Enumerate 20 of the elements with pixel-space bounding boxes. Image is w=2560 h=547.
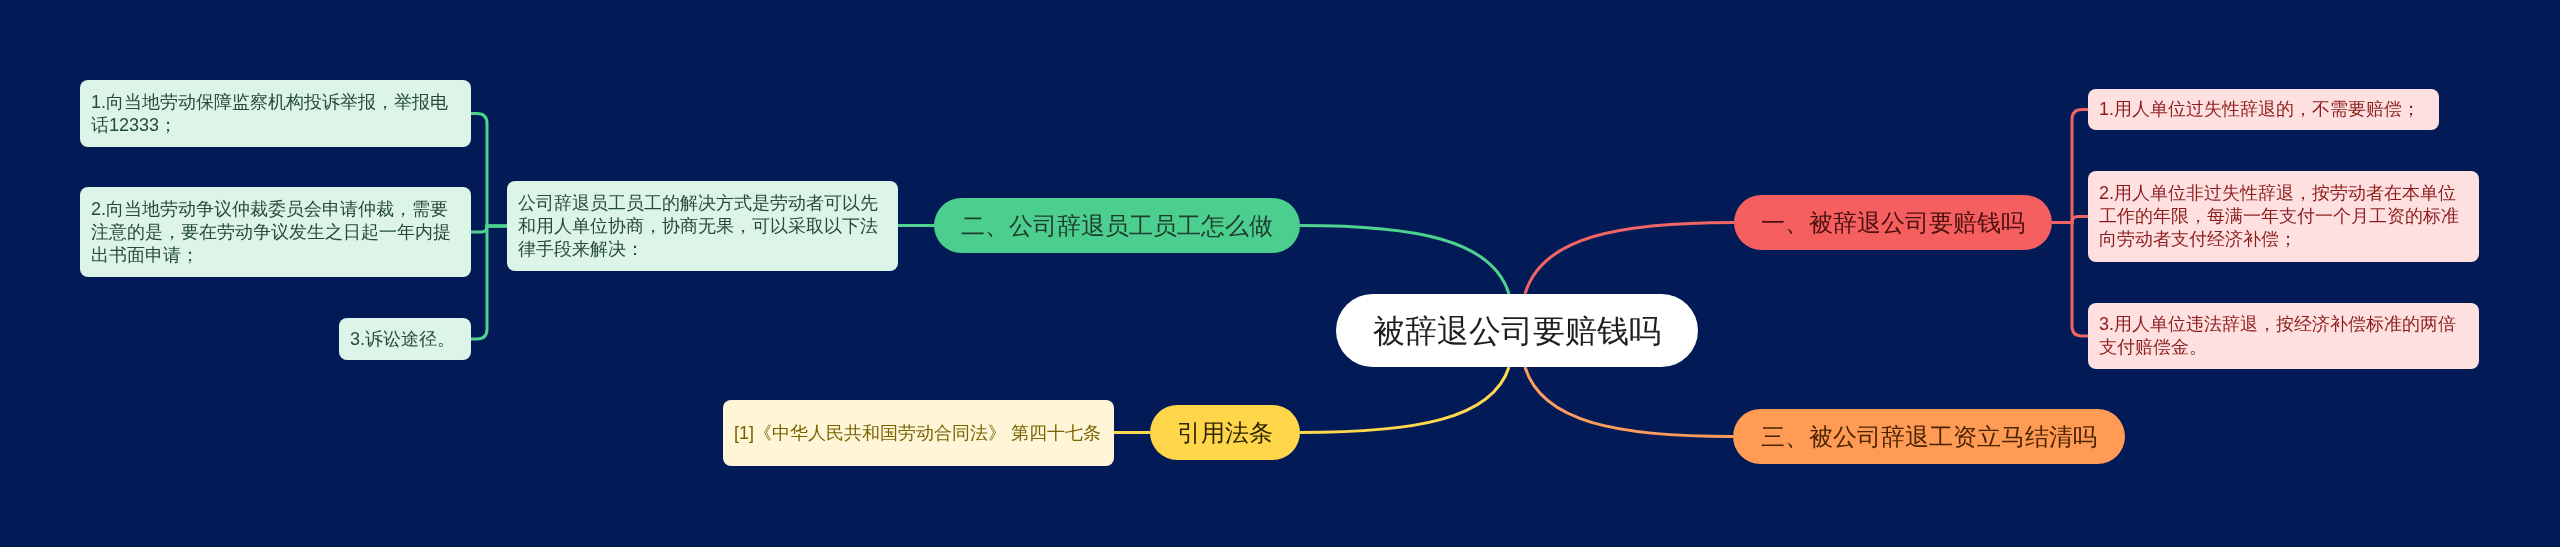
leaf-card: 2.用人单位非过失性辞退，按劳动者在本单位工作的年限，每满一年支付一个月工资的标准向劳动者支付经济补偿； <box>2088 171 2479 262</box>
connector-line <box>471 224 507 341</box>
leaf-card: 3.诉讼途径。 <box>339 318 471 360</box>
leaf-card: 1.向当地劳动保障监察机构投诉举报，举报电话12333； <box>80 80 471 147</box>
citation-card: [1]《中华人民共和国劳动合同法》 第四十七条 <box>723 400 1114 466</box>
connector-line <box>1300 224 1511 295</box>
connector-line <box>1523 221 1734 295</box>
leaf-card: 2.向当地劳动争议仲裁委员会申请仲裁，需要注意的是，要在劳动争议发生之日起一年内提出书面申请； <box>80 187 471 277</box>
branch-topic: 一、被辞退公司要赔钱吗 <box>1734 195 2052 250</box>
connector-line <box>1114 431 1150 434</box>
branch-topic: 二、公司辞退员工员工怎么做 <box>934 198 1300 253</box>
branch-topic: 引用法条 <box>1150 405 1300 460</box>
leaf-card: 1.用人单位过失性辞退的，不需要赔偿； <box>2088 89 2439 130</box>
subtopic-card: 公司辞退员工员工的解决方式是劳动者可以先和用人单位协商，协商无果，可以采取以下法律手段来解决： <box>507 181 898 271</box>
connector-line <box>898 224 934 227</box>
connector-line <box>1300 366 1511 434</box>
branch-topic: 三、被公司辞退工资立马结清吗 <box>1733 409 2125 464</box>
leaf-card: 3.用人单位违法辞退，按经济补偿标准的两倍支付赔偿金。 <box>2088 303 2479 369</box>
central-topic: 被辞退公司要赔钱吗 <box>1336 294 1698 367</box>
connector-line <box>1523 366 1733 438</box>
